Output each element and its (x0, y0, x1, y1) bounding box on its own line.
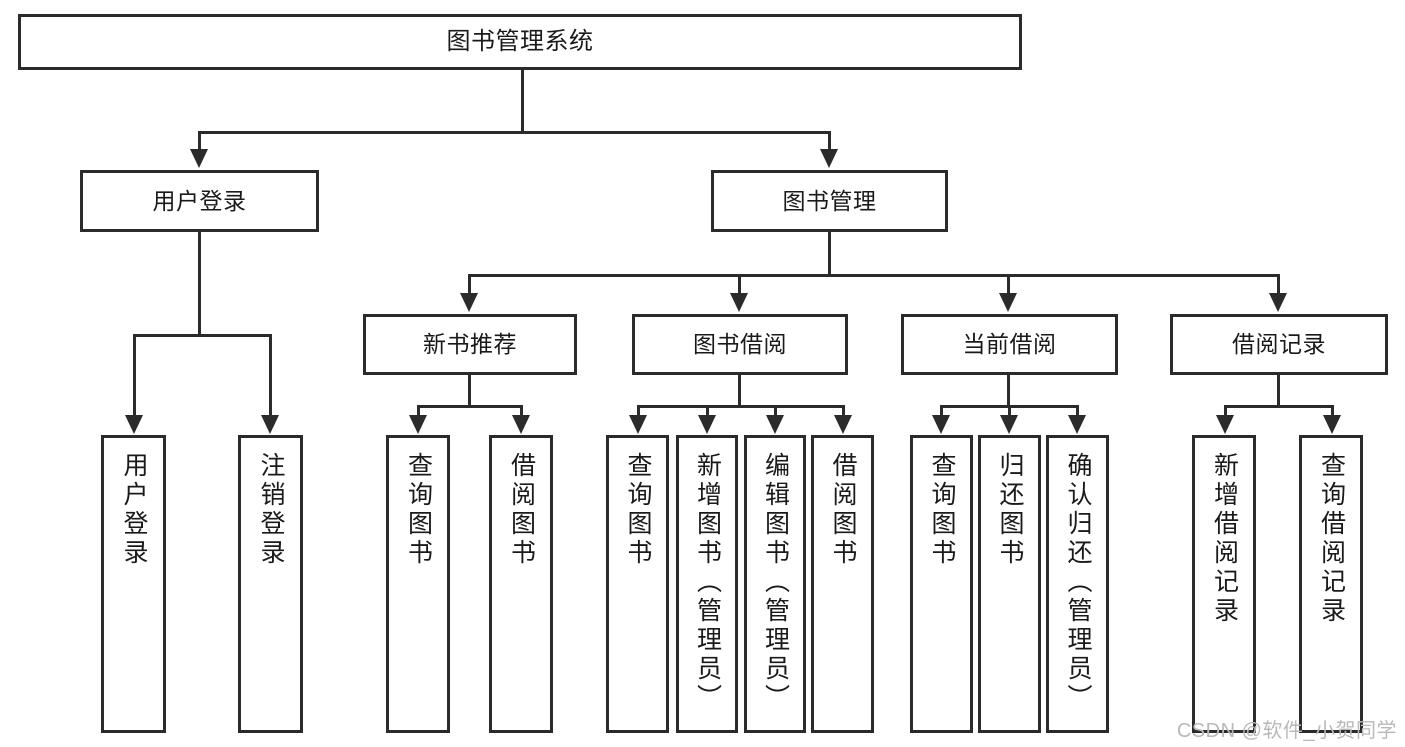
arrowhead-new-book-leaf-1 (409, 415, 427, 434)
node-user-login[interactable]: 用户登录 (80, 170, 319, 232)
arrowhead-book-borrow-leaf-3 (766, 415, 784, 434)
arrowhead-book-borrow-leaf-2 (698, 415, 716, 434)
leaf-current-borrow-return[interactable]: 归还图书 (978, 435, 1041, 733)
connector-borrow-record-stem (1277, 375, 1280, 407)
leaf-new-book-query[interactable]: 查询图书 (386, 435, 450, 733)
node-label: 编辑图书（管理员） (761, 452, 790, 713)
leaf-current-borrow-query[interactable]: 查询图书 (910, 435, 973, 733)
node-label: 确认归还（管理员） (1064, 452, 1092, 713)
connector-book-manage-drop-2 (738, 274, 741, 295)
leaf-book-borrow-query[interactable]: 查询图书 (606, 435, 669, 733)
connector-book-manage-bus (468, 274, 1280, 277)
connector-user-login-drop-2 (269, 334, 272, 417)
node-label: 当前借阅 (962, 331, 1057, 358)
connector-root-bus (198, 131, 831, 134)
node-label: 查询图书 (624, 452, 652, 568)
connector-book-borrow-bus (637, 405, 845, 408)
leaf-new-book-borrow[interactable]: 借阅图书 (489, 435, 553, 733)
leaf-borrow-record-query[interactable]: 查询借阅记录 (1299, 435, 1363, 733)
node-label: 图书管理 (782, 187, 877, 214)
connector-current-borrow-drop-3 (1076, 405, 1079, 417)
node-label: 图书借阅 (693, 331, 787, 358)
node-book-management[interactable]: 图书管理 (711, 170, 948, 232)
connector-borrow-record-bus (1224, 405, 1334, 408)
node-label: 归还图书 (996, 452, 1024, 568)
node-label: 借阅图书 (507, 452, 536, 568)
leaf-book-borrow-edit[interactable]: 编辑图书（管理员） (744, 435, 806, 733)
node-label: 查询图书 (404, 452, 433, 568)
connector-new-book-drop-2 (520, 405, 523, 417)
leaf-borrow-record-add[interactable]: 新增借阅记录 (1192, 435, 1256, 733)
connector-root-drop-right (828, 131, 831, 151)
connector-book-borrow-drop-4 (842, 405, 845, 417)
connector-book-manage-drop-3 (1007, 274, 1010, 295)
node-book-borrow[interactable]: 图书借阅 (632, 314, 848, 375)
node-label: 新书推荐 (423, 331, 517, 358)
arrowhead-to-book-manage (820, 149, 838, 168)
leaf-user-login-logout[interactable]: 注销登录 (238, 435, 303, 733)
node-label: 借阅记录 (1232, 331, 1326, 358)
connector-book-borrow-stem (738, 375, 741, 407)
connector-current-borrow-stem (1007, 375, 1010, 407)
connector-current-borrow-drop-2 (1008, 405, 1011, 417)
connector-root-stem (521, 70, 524, 133)
node-label: 查询图书 (928, 452, 956, 568)
arrowhead-book-borrow-leaf-1 (629, 415, 647, 434)
arrowhead-current-borrow (999, 293, 1017, 312)
connector-book-borrow-drop-2 (706, 405, 709, 417)
arrowhead-borrow-record-leaf-1 (1216, 415, 1234, 434)
leaf-book-borrow-borrow[interactable]: 借阅图书 (811, 435, 874, 733)
arrowhead-book-borrow (730, 293, 748, 312)
node-label: 图书管理系统 (446, 28, 594, 56)
node-label: 新增图书（管理员） (693, 452, 722, 713)
node-current-borrow[interactable]: 当前借阅 (901, 314, 1118, 375)
arrowhead-borrow-record (1269, 293, 1287, 312)
node-label: 用户登录 (152, 187, 247, 214)
arrowhead-book-borrow-leaf-4 (834, 415, 852, 434)
node-label: 注销登录 (257, 452, 285, 568)
connector-book-manage-stem (828, 232, 831, 276)
arrowhead-current-borrow-leaf-2 (1000, 415, 1018, 434)
connector-book-manage-drop-1 (468, 274, 471, 295)
node-root-system[interactable]: 图书管理系统 (18, 14, 1022, 70)
connector-new-book-stem (468, 375, 471, 407)
arrowhead-user-login-2 (261, 415, 279, 434)
arrowhead-new-book (460, 293, 478, 312)
leaf-current-borrow-confirm[interactable]: 确认归还（管理员） (1046, 435, 1109, 733)
connector-book-borrow-drop-1 (637, 405, 640, 417)
node-label: 新增借阅记录 (1210, 452, 1239, 626)
leaf-book-borrow-add[interactable]: 新增图书（管理员） (676, 435, 738, 733)
arrowhead-borrow-record-leaf-2 (1323, 415, 1341, 434)
leaf-user-login-login[interactable]: 用户登录 (101, 435, 166, 733)
arrowhead-user-login-1 (125, 415, 143, 434)
arrowhead-current-borrow-leaf-1 (932, 415, 950, 434)
connector-user-login-stem (198, 232, 201, 336)
connector-root-drop-left (198, 131, 201, 151)
node-label: 查询借阅记录 (1317, 452, 1346, 626)
arrowhead-to-user-login (190, 149, 208, 168)
node-label: 用户登录 (120, 452, 148, 568)
arrowhead-current-borrow-leaf-3 (1068, 415, 1086, 434)
connector-new-book-drop-1 (417, 405, 420, 417)
connector-new-book-bus (417, 405, 523, 408)
connector-borrow-record-drop-1 (1224, 405, 1227, 417)
node-new-book-recommend[interactable]: 新书推荐 (363, 314, 577, 375)
csdn-watermark: CSDN @软件_小贺同学 (1176, 720, 1397, 742)
node-label: 借阅图书 (829, 452, 857, 568)
connector-book-borrow-drop-3 (774, 405, 777, 417)
connector-user-login-drop-1 (133, 334, 136, 417)
connector-current-borrow-drop-1 (940, 405, 943, 417)
connector-user-login-bus (133, 334, 272, 337)
connector-book-manage-drop-4 (1277, 274, 1280, 295)
connector-borrow-record-drop-2 (1331, 405, 1334, 417)
node-borrow-record[interactable]: 借阅记录 (1170, 314, 1388, 375)
arrowhead-new-book-leaf-2 (512, 415, 530, 434)
